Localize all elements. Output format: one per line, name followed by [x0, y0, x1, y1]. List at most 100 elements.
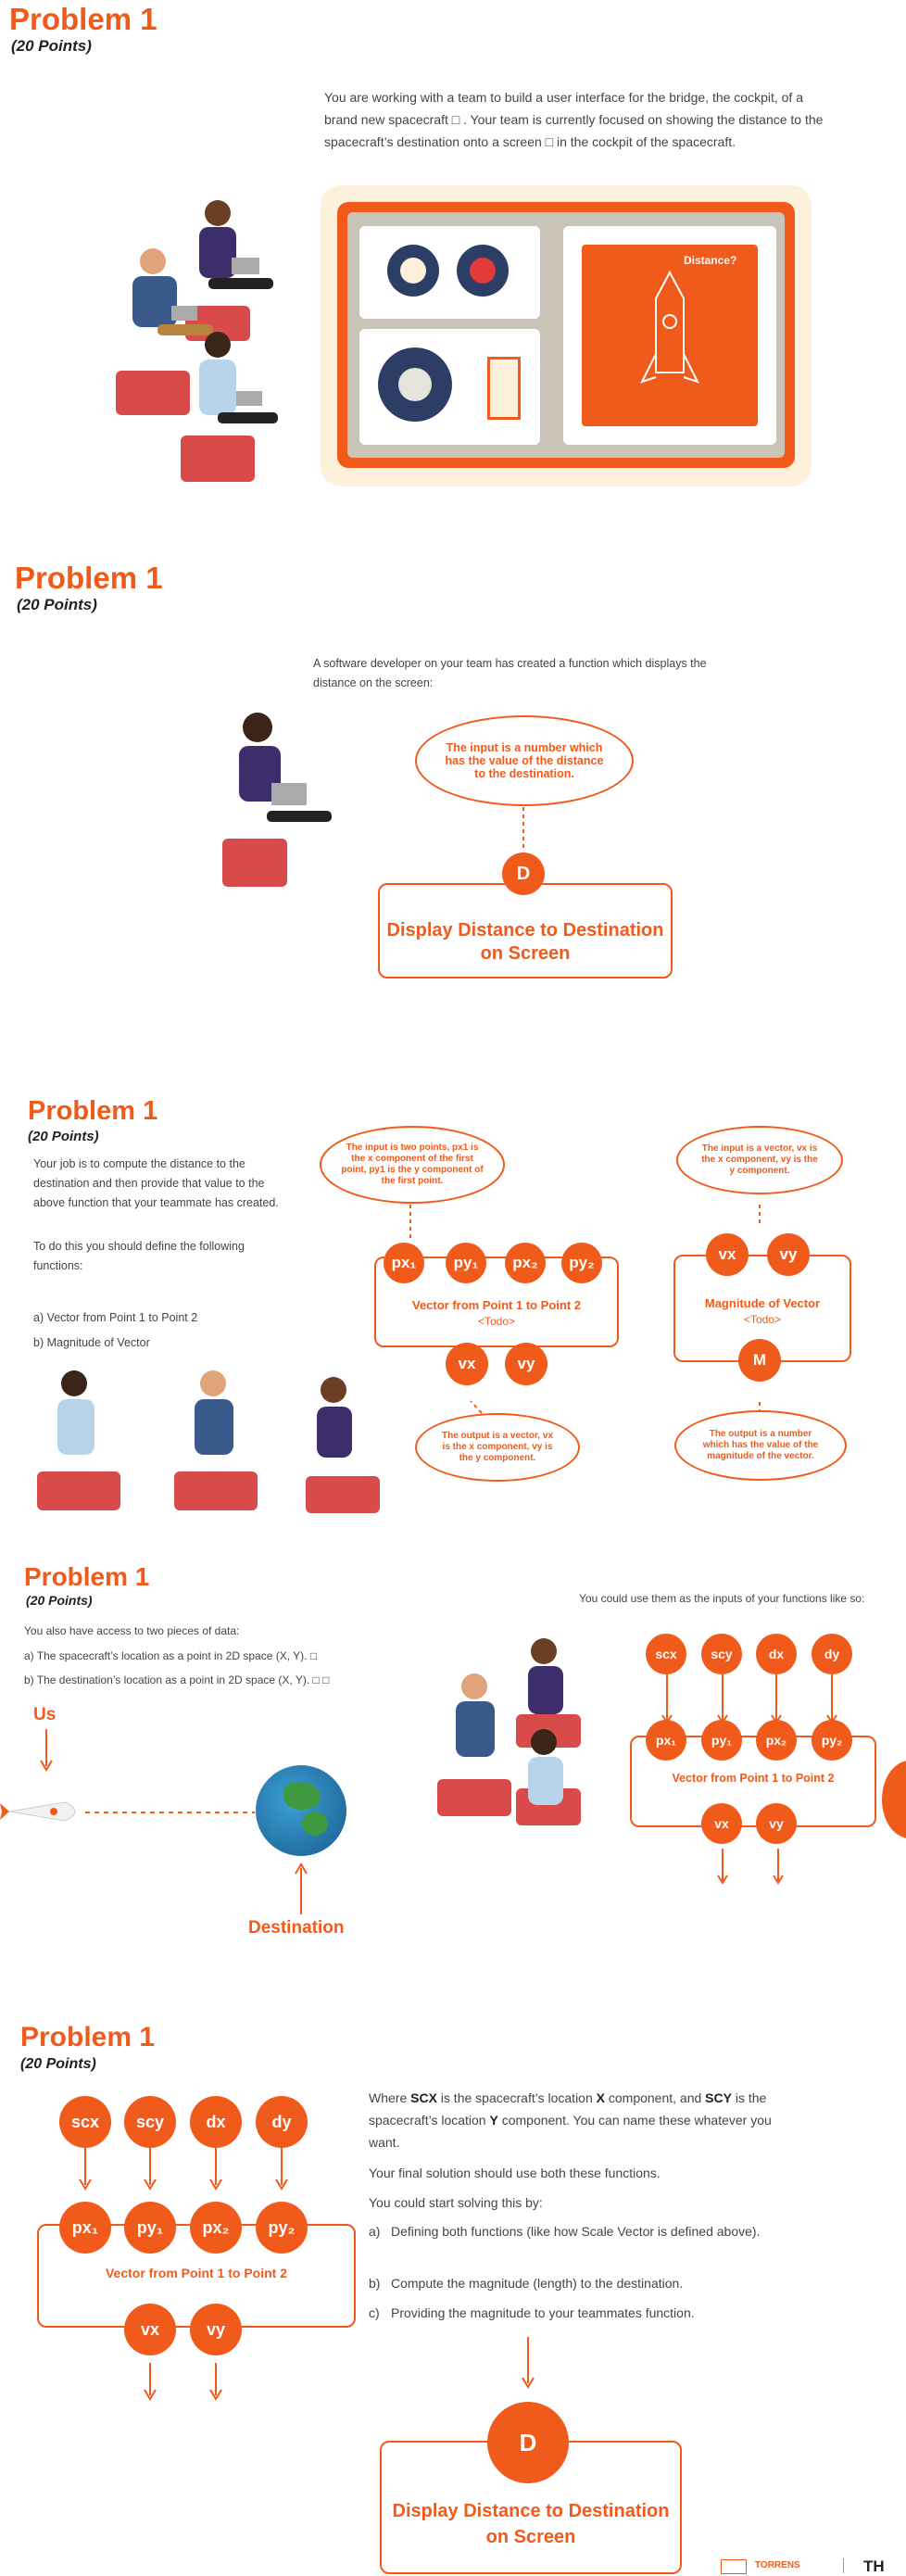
slide5-step-b: Compute the magnitude (length) to the de…: [391, 2276, 684, 2291]
slide3-para1: Your job is to compute the distance to t…: [33, 1157, 279, 1209]
cockpit-screen: Distance?: [582, 245, 758, 426]
slide5-input-dx: dx: [190, 2096, 242, 2148]
slide3-node-py2: py₂: [561, 1243, 602, 1283]
slide3-cloud-output1: The output is a vector, vx is the x comp…: [415, 1413, 580, 1482]
switch-icon[interactable]: [487, 357, 521, 420]
slide2-input-cloud: The input is a number which has the valu…: [415, 715, 634, 806]
slide5-step-c: Providing the magnitude to your teammate…: [391, 2305, 695, 2320]
screen-indicator-dots: [693, 408, 734, 415]
slide4-param-px1: px₁: [646, 1720, 686, 1761]
team-illustration-3: [437, 1638, 581, 1825]
slide1-intro: You are working with a team to build a u…: [324, 90, 824, 149]
slide2-node-d: D: [502, 852, 545, 895]
slide4-input-dy: dy: [812, 1634, 852, 1674]
slide5-start-text: You could start solving this by:: [369, 2195, 543, 2210]
developer-illustration: [222, 713, 332, 887]
slide5-display-label: Display Distance to Destination on Scree…: [392, 2501, 670, 2547]
slide3-fn2-label: Magnitude of Vector: [704, 1296, 821, 1310]
rocket-icon: [0, 1801, 76, 1822]
slide4-out-vy: vy: [756, 1803, 797, 1844]
slide5-input-scx: scx: [59, 2096, 111, 2148]
slide3-fn1-label: Vector from Point 1 to Point 2: [411, 1298, 582, 1312]
dial-left-icon[interactable]: [387, 245, 439, 297]
slide3-node-vy-in: vy: [767, 1233, 810, 1276]
slide2-display-box: [378, 883, 673, 979]
slide5-param-py2: py₂: [256, 2202, 308, 2254]
slide5-param-px1: px₁: [59, 2202, 111, 2254]
slide4-param-py2: py₂: [812, 1720, 852, 1761]
slide3-points: (20 Points): [28, 1129, 99, 1144]
slide5-step-a-marker: a): [369, 2224, 381, 2239]
slide4-input-scy: scy: [701, 1634, 742, 1674]
torrens-logo-icon: [721, 2559, 747, 2574]
slide1-points: (20 Points): [11, 37, 92, 55]
footer-logo-text: TORRENS: [755, 2560, 800, 2570]
slide4-points: (20 Points): [26, 1593, 93, 1608]
dial-module: [359, 226, 540, 319]
rocket-outline-icon: [640, 270, 699, 384]
slide3-node-vy: vy: [505, 1343, 547, 1385]
slide5-out-vy: vy: [190, 2304, 242, 2355]
slide3-cloud-output2: The output is a number which has the val…: [674, 1410, 847, 1481]
slide4-offscreen-node: [882, 1761, 906, 1838]
slide5-step-a: Defining both functions (like how Scale …: [391, 2224, 761, 2239]
slide5-arrows: [79, 2140, 288, 2401]
slide4-scene: [40, 1729, 308, 1914]
slide3-title: Problem 1: [28, 1096, 158, 1126]
slide2-points: (20 Points): [17, 596, 97, 613]
slide5-input-scy: scy: [124, 2096, 176, 2148]
slide3-fn2-todo: <Todo>: [743, 1313, 782, 1326]
footer-divider: [843, 2558, 844, 2573]
slide4-param-px2: px₂: [756, 1720, 797, 1761]
slide2-title: Problem 1: [15, 561, 163, 595]
slide3-cloud-input1: The input is two points, px1 is the x co…: [320, 1126, 505, 1204]
slide3-node-vx: vx: [446, 1343, 488, 1385]
slide4-destination-label: Destination: [248, 1918, 345, 1938]
slide5-input-dy: dy: [256, 2096, 308, 2148]
slide4-out-vx: vx: [701, 1803, 742, 1844]
slide4-para1: You also have access to two pieces of da…: [24, 1624, 240, 1637]
slide4-arrows: [661, 1673, 837, 1885]
team-illustration-2: [37, 1370, 380, 1513]
slide5-node-d: D: [487, 2402, 569, 2483]
slide4-us-label: Us: [33, 1705, 57, 1724]
team-illustration: [116, 200, 278, 482]
slide5-where-text: Where SCX is the spacecraft’s location X…: [369, 2090, 772, 2150]
slide1-title: Problem 1: [9, 2, 157, 36]
slide3-node-m: M: [738, 1339, 781, 1382]
slide5-step-c-marker: c): [369, 2305, 380, 2320]
slide5-down-arrow: [522, 2337, 535, 2389]
earth-icon: [256, 1765, 346, 1856]
slide3-cloud-input2: The input is a vector, vx is the x compo…: [676, 1126, 843, 1194]
knob-module: [359, 329, 540, 445]
knob-icon[interactable]: [378, 347, 452, 422]
slide2-intro: A software developer on your team has cr…: [313, 657, 707, 689]
slide3-node-px2: px₂: [505, 1243, 546, 1283]
slide3-item-a: a) Vector from Point 1 to Point 2: [33, 1311, 198, 1324]
slide4-right-note: You could use them as the inputs of your…: [579, 1592, 865, 1605]
slide5-points: (20 Points): [20, 2056, 96, 2072]
slide3-para2: To do this you should define the followi…: [33, 1240, 245, 1272]
slide4-input-dx: dx: [756, 1634, 797, 1674]
screen-distance-label: Distance?: [684, 254, 737, 267]
screen-module: Distance?: [563, 226, 776, 445]
slide5-final-text: Your final solution should use both thes…: [369, 2166, 661, 2180]
slide3-node-vx-in: vx: [706, 1233, 749, 1276]
slide4-title: Problem 1: [24, 1562, 150, 1591]
slide5-fn-label: Vector from Point 1 to Point 2: [105, 2266, 288, 2280]
slide2-display-label: Display Distance to Destination on Scree…: [386, 920, 664, 964]
slide3-fn1-todo: <Todo>: [477, 1315, 516, 1328]
slide4-fn-label: Vector from Point 1 to Point 2: [672, 1772, 835, 1785]
slide4-input-scx: scx: [646, 1634, 686, 1674]
slide3-node-py1: py₁: [446, 1243, 486, 1283]
slide3-node-px1: px₁: [384, 1243, 424, 1283]
slide4-item-b: b) The destination’s location as a point…: [24, 1673, 330, 1686]
footer-right-text: TH: [863, 2557, 885, 2575]
dial-right-icon[interactable]: [457, 245, 509, 297]
slide5-out-vx: vx: [124, 2304, 176, 2355]
slide5-param-py1: py₁: [124, 2202, 176, 2254]
slide4-item-a: a) The spacecraft’s location as a point …: [24, 1649, 318, 1662]
slide2-dash-line: [522, 807, 524, 850]
slide3-item-b: b) Magnitude of Vector: [33, 1336, 150, 1349]
slide4-param-py1: py₁: [701, 1720, 742, 1761]
